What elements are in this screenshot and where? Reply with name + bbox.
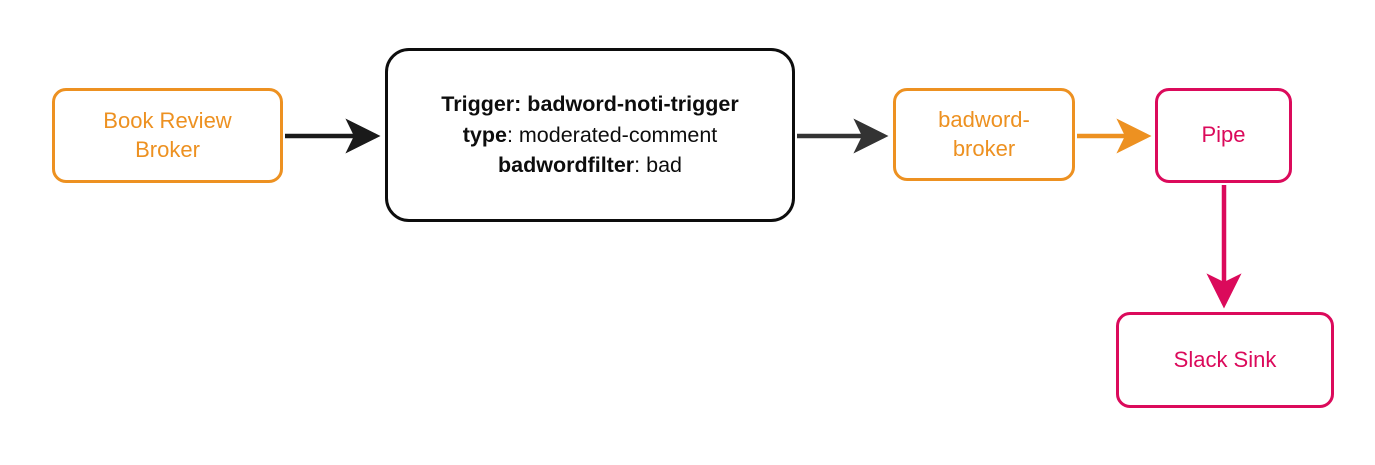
node-label-line: Broker: [135, 136, 200, 162]
trigger-badwordfilter-value: : bad: [634, 153, 682, 178]
node-pipe-label: Pipe: [1158, 121, 1289, 150]
node-trigger-label: Trigger: badword-noti-trigger type: mode…: [388, 89, 792, 181]
node-label-line: broker: [952, 135, 1016, 161]
node-label-line: Pipe: [1201, 122, 1246, 148]
node-book-review-broker-label: Book Review Broker: [55, 107, 280, 164]
node-trigger[interactable]: Trigger: badword-noti-trigger type: mode…: [385, 48, 795, 222]
node-trigger-row-type: type: moderated-comment: [394, 120, 786, 151]
trigger-name-text: Trigger: badword-noti-trigger: [441, 92, 739, 117]
node-pipe[interactable]: Pipe: [1155, 88, 1292, 183]
trigger-type-key: type: [462, 122, 507, 147]
node-badword-broker[interactable]: badword- broker: [893, 88, 1075, 181]
trigger-type-value: : moderated-comment: [506, 122, 718, 147]
node-label-line: Book Review: [103, 107, 232, 133]
node-book-review-broker[interactable]: Book Review Broker: [52, 88, 283, 183]
trigger-badwordfilter-key: badwordfilter: [498, 153, 635, 178]
node-slack-sink[interactable]: Slack Sink: [1116, 312, 1334, 408]
node-label-line: badword-: [938, 106, 1030, 132]
node-badword-broker-label: badword- broker: [896, 106, 1072, 163]
node-slack-sink-label: Slack Sink: [1119, 346, 1331, 375]
node-trigger-row-trigger: Trigger: badword-noti-trigger: [394, 89, 786, 120]
node-label-line: Slack Sink: [1173, 346, 1277, 372]
node-trigger-row-badwordfilter: badwordfilter: bad: [394, 150, 786, 181]
